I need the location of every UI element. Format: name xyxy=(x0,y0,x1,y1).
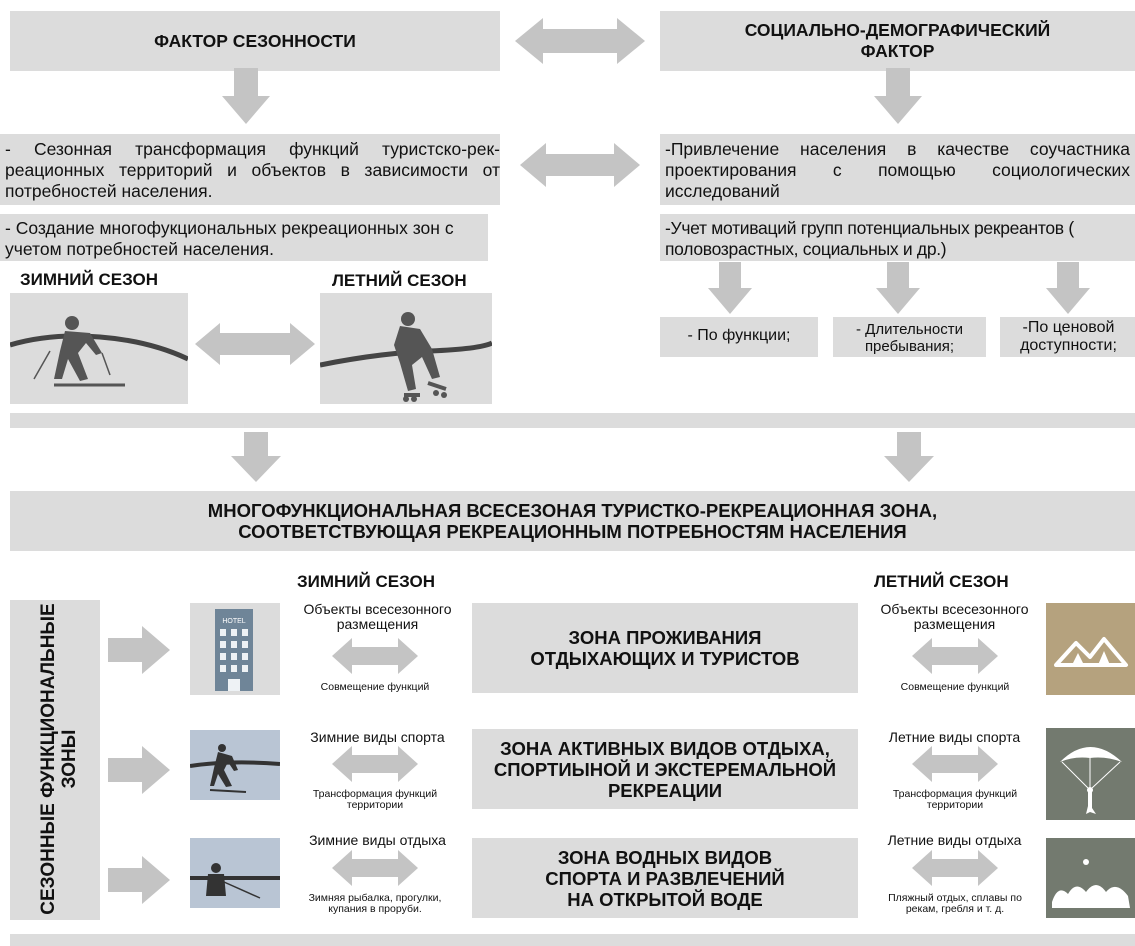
winter-season-label-bottom: ЗИМНИЙ СЕЗОН xyxy=(297,572,436,591)
row3-winter-bottom: Зимняя рыбалка, прогулки, купания в прор… xyxy=(308,892,442,915)
main-zone-title: МНОГОФУНКЦИОНАЛЬНАЯ ВСЕСЕЗОНАЯ ТУРИСТКО-… xyxy=(207,500,938,542)
arrow-right-row-1-icon xyxy=(108,626,170,674)
row2-winter-top: Зимние виды спорта xyxy=(310,729,445,745)
row3-summer-top: Летние виды отдыха xyxy=(887,832,1022,848)
row2-summer-bottom: Трансформация функций территории xyxy=(892,788,1018,811)
right-text-box-1 xyxy=(660,134,1135,205)
left-text-box-1 xyxy=(0,134,500,205)
summer-season-label-bottom: ЛЕТНИЙ СЕЗОН xyxy=(874,572,1009,591)
row1-summer-top: Объекты всесезонного размещения xyxy=(880,601,1029,632)
winter-sport-image xyxy=(190,730,280,800)
row2-winter-double-arrow-icon xyxy=(332,746,418,782)
social-factor-title: СОЦИАЛЬНО-ДЕМОГРАФИЧЕСКИЙ ФАКТОР xyxy=(744,20,1051,61)
arrow-right-row-2-icon xyxy=(108,746,170,794)
row2-summer-double-arrow-icon xyxy=(912,746,998,782)
hotel-sign-text: HOTEL xyxy=(222,618,245,625)
arrow-down-left-2-icon xyxy=(231,432,281,482)
arrow-right-row-3-icon xyxy=(108,856,170,904)
right-text-1: -Привлечение населения в качестве соучас… xyxy=(665,139,1130,201)
left-text-box-2 xyxy=(0,214,488,261)
criteria-function-box xyxy=(660,317,818,357)
row3-winter-top: Зимние виды отдыха xyxy=(309,832,446,848)
season-factor-box: ФАКТОР СЕЗОННОСТИ xyxy=(10,11,500,71)
row1-zone: ЗОНА ПРОЖИВАНИЯ ОТДЫХАЮЩИХ И ТУРИСТОВ xyxy=(472,603,858,693)
ice-fishing-image xyxy=(190,838,280,908)
right-text-2: -Учет мотиваций групп потенциальных рекр… xyxy=(665,218,1074,259)
criteria-price-text: -По ценовой доступности; xyxy=(1020,319,1117,354)
winter-season-label-top: ЗИМНИЙ СЕЗОН xyxy=(20,270,159,289)
row2-zone-text: ЗОНА АКТИВНЫХ ВИДОВ ОТДЫХА, СПОРТИЫНОЙ И… xyxy=(493,737,837,801)
seasonal-zones-side-label: СЕЗОННЫЕ ФУНКЦИОНАЛЬНЫЕ ЗОНЫ xyxy=(38,603,80,915)
row2-zone: ЗОНА АКТИВНЫХ ВИДОВ ОТДЫХА, СПОРТИЫНОЙ И… xyxy=(472,729,858,809)
tent-image xyxy=(1046,603,1135,695)
rafting-image xyxy=(1046,838,1135,918)
double-arrow-middle-icon xyxy=(520,143,640,187)
roller-skater-image xyxy=(320,293,492,404)
arrow-down-right-2-icon xyxy=(884,432,934,482)
bottom-band xyxy=(10,934,1135,946)
row2-summer-top: Летние виды спорта xyxy=(888,729,1021,745)
left-text-2: - Создание многофукциональных рекреацион… xyxy=(5,218,454,259)
row3-zone-text: ЗОНА ВОДНЫХ ВИДОВ СПОРТА И РАЗВЛЕЧЕНИЙ Н… xyxy=(545,846,785,910)
right-text-box-2 xyxy=(660,214,1135,261)
row3-summer-bottom: Пляжный отдых, сплавы по рекам, гребля и… xyxy=(888,892,1022,915)
row1-summer-bottom: Совмещение функций xyxy=(900,681,1010,693)
row1-winter-double-arrow-icon xyxy=(332,638,418,674)
double-arrow-top-icon xyxy=(515,18,645,64)
criteria-function-text: - По функции; xyxy=(687,327,791,344)
arrow-down-right-1-icon xyxy=(874,68,922,124)
row3-winter-double-arrow-icon xyxy=(332,850,418,886)
arrow-down-criteria-3-icon xyxy=(1046,262,1090,314)
criteria-duration-box xyxy=(833,317,986,357)
arrow-down-left-1-icon xyxy=(222,68,270,124)
summer-season-label-top: ЛЕТНИЙ СЕЗОН xyxy=(332,271,467,290)
row3-summer-double-arrow-icon xyxy=(912,850,998,886)
row1-summer-double-arrow-icon xyxy=(912,638,998,674)
row1-winter-bottom: Совмещение функций xyxy=(320,681,430,693)
double-arrow-seasons-icon xyxy=(195,323,315,365)
row2-winter-bottom: Трансформация функций территории xyxy=(312,788,438,811)
seasonal-zones-side-box xyxy=(10,600,100,920)
skier-image xyxy=(10,293,188,404)
criteria-duration-text: - Длительности пребывания; xyxy=(856,321,963,355)
hotel-image: HOTEL xyxy=(190,603,280,695)
left-text-1: - Сезонная трансформация функций туристс… xyxy=(5,139,500,201)
arrow-down-criteria-1-icon xyxy=(708,262,752,314)
divider-band xyxy=(10,413,1135,428)
row1-zone-text: ЗОНА ПРОЖИВАНИЯ ОТДЫХАЮЩИХ И ТУРИСТОВ xyxy=(530,627,800,669)
arrow-down-criteria-2-icon xyxy=(876,262,920,314)
criteria-price-box xyxy=(1000,317,1135,357)
parachute-image xyxy=(1046,728,1135,820)
social-factor-box: СОЦИАЛЬНО-ДЕМОГРАФИЧЕСКИЙ ФАКТОР xyxy=(660,11,1135,71)
season-factor-title: ФАКТОР СЕЗОННОСТИ xyxy=(154,30,356,51)
main-zone-box: МНОГОФУНКЦИОНАЛЬНАЯ ВСЕСЕЗОНАЯ ТУРИСТКО-… xyxy=(10,491,1135,551)
row1-winter-top: Объекты всесезонного размещения xyxy=(303,601,452,632)
row3-zone: ЗОНА ВОДНЫХ ВИДОВ СПОРТА И РАЗВЛЕЧЕНИЙ Н… xyxy=(472,838,858,918)
